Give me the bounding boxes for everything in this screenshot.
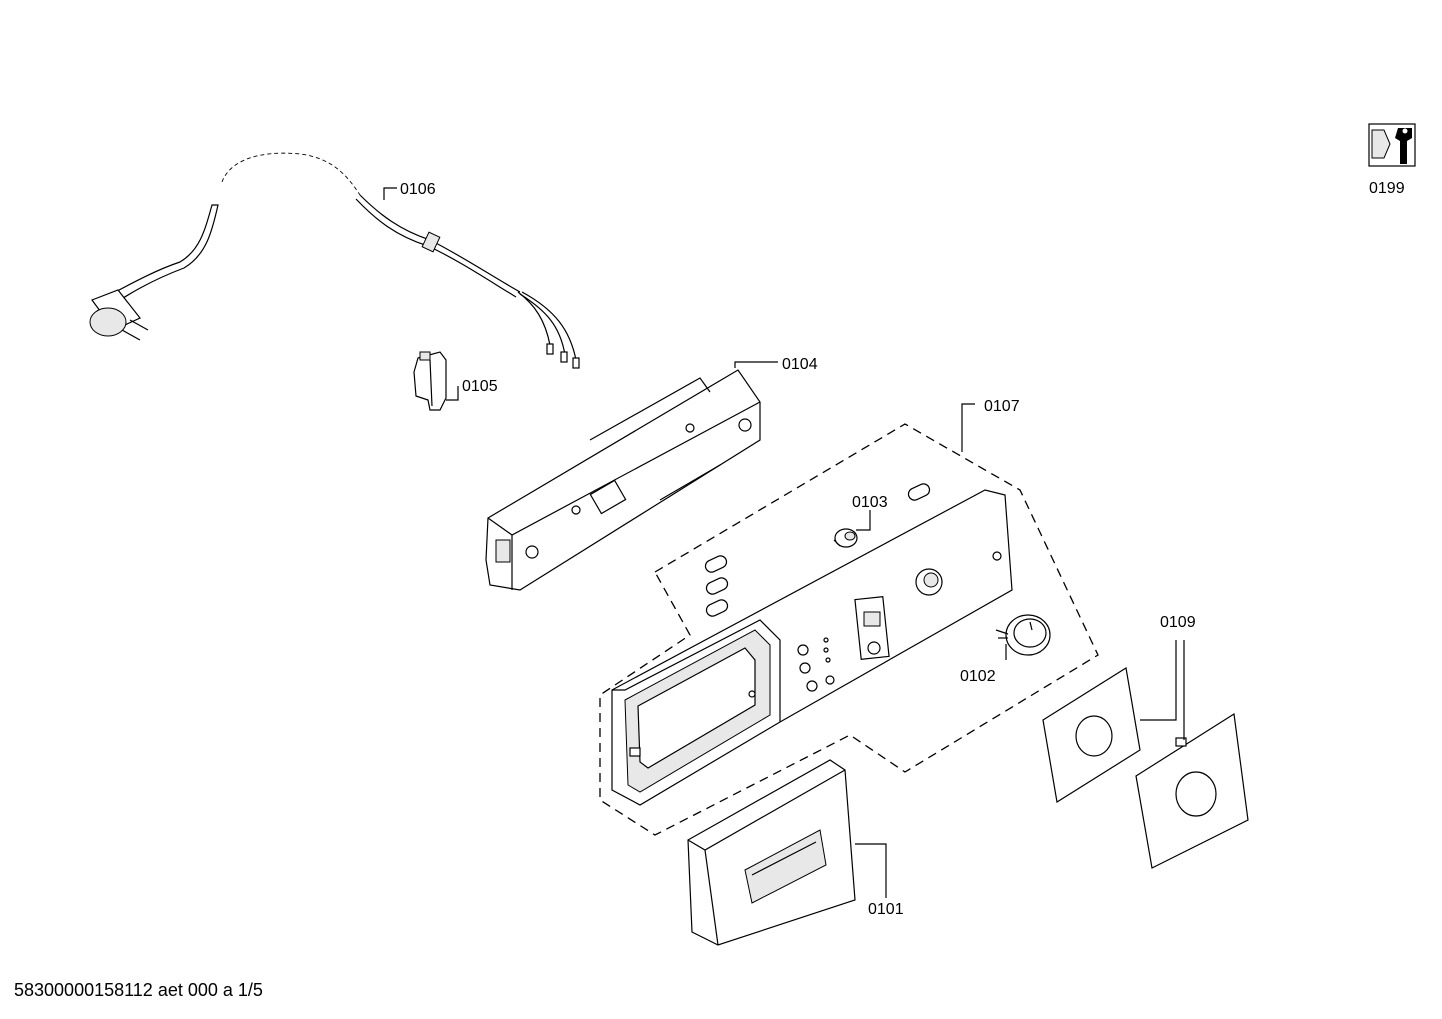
label-0109: 0109 <box>1160 614 1196 631</box>
drawer-handle-part[interactable] <box>687 759 856 946</box>
push-buttons-part[interactable] <box>703 482 931 618</box>
cover-plate-part[interactable] <box>1042 667 1249 869</box>
label-0105: 0105 <box>462 378 498 395</box>
rotary-knob-part[interactable] <box>995 614 1051 656</box>
control-panel-part[interactable] <box>611 489 1013 806</box>
label-0102: 0102 <box>960 668 996 685</box>
label-0104: 0104 <box>782 356 818 373</box>
label-0107: 0107 <box>984 398 1020 415</box>
electronic-module-part[interactable] <box>485 369 761 591</box>
document-footer: 58300000158112 aet 000 a 1/5 <box>14 980 263 1000</box>
tool-wrench-icon[interactable] <box>1368 123 1416 167</box>
clip-part[interactable] <box>413 351 447 411</box>
label-0199: 0199 <box>1369 180 1405 197</box>
label-0101: 0101 <box>868 901 904 918</box>
panel-group-outline <box>599 423 1099 836</box>
label-0106: 0106 <box>400 181 436 198</box>
label-0103: 0103 <box>852 494 888 511</box>
light-pipe-part[interactable] <box>833 528 858 548</box>
power-cord-part[interactable] <box>89 152 580 369</box>
